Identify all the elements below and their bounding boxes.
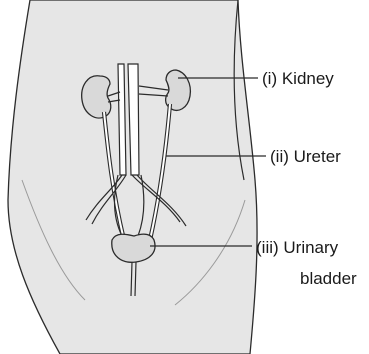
aorta [118,64,126,175]
label-bladder-line1: (iii) Urinary [256,238,339,257]
kidney-left [82,76,111,118]
label-bladder-line2: bladder [300,269,357,288]
label-ureter: (ii) Ureter [270,147,341,166]
torso-silhouette [8,0,257,354]
urinary-bladder [112,234,155,262]
label-kidney: (i) Kidney [262,69,334,88]
